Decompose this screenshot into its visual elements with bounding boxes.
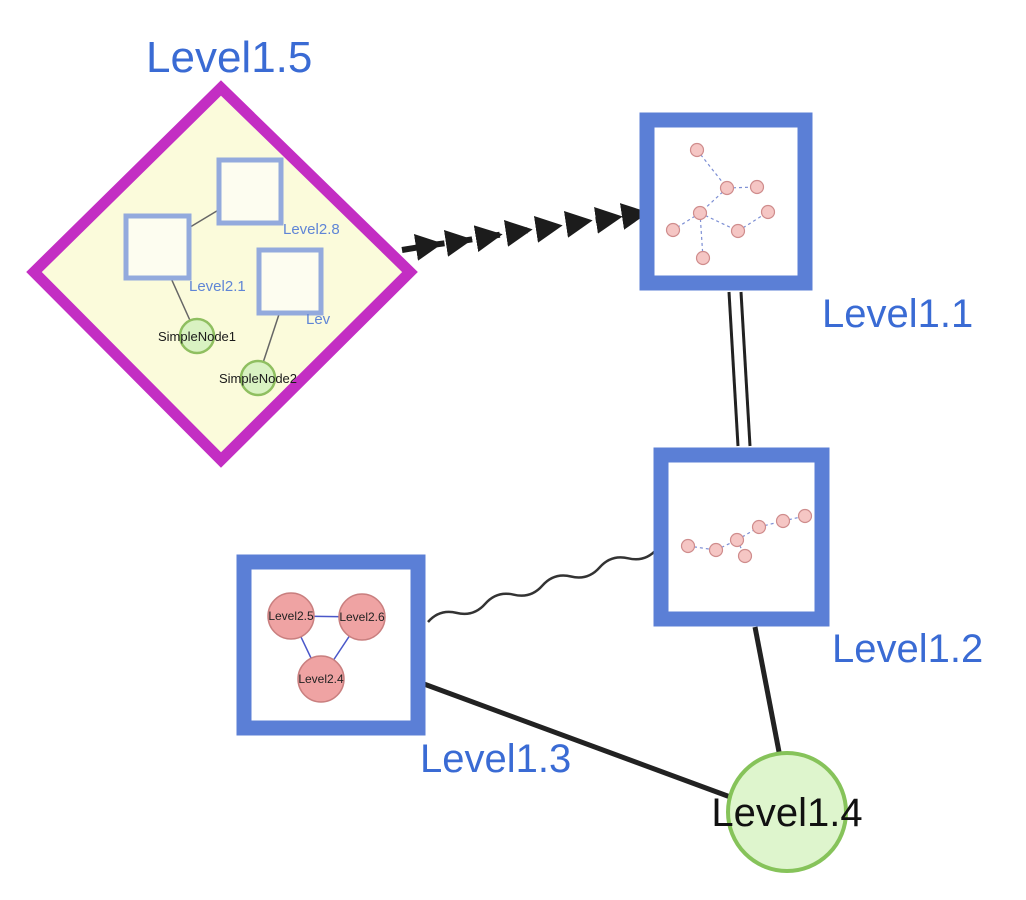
node-level1-4[interactable] [726, 751, 848, 873]
simplenode2-label: SimpleNode2 [219, 371, 297, 386]
node-level1-4-group: Level1.4 [711, 751, 863, 873]
subgraph-node[interactable] [729, 532, 745, 548]
node-level2-8[interactable] [216, 157, 284, 226]
subgraph-node[interactable] [719, 180, 735, 196]
level2-4-label: Level2.4 [298, 672, 344, 686]
subgraph-node[interactable] [751, 519, 767, 535]
subgraph-node[interactable] [680, 538, 696, 554]
level1-1-subgraph [665, 142, 776, 266]
node-level2-1[interactable] [123, 213, 192, 281]
level1-4-label: Level1.4 [711, 791, 862, 835]
level1-2-subgraph-edges [687, 515, 806, 557]
level1-1-label: Level1.1 [822, 292, 973, 336]
level1-1-subgraph-edges [672, 149, 769, 259]
edge-level1-3-to-level1-4[interactable] [423, 681, 734, 801]
edge-level1-3-to-level1-2[interactable] [427, 548, 658, 623]
simplenode1-label: SimpleNode1 [158, 329, 236, 344]
subgraph-node[interactable] [695, 250, 711, 266]
level2-8-label: Level2.8 [283, 221, 340, 238]
level2-6-label: Level2.6 [339, 610, 385, 624]
subgraph-node[interactable] [797, 508, 813, 524]
subgraph-node[interactable] [708, 542, 724, 558]
node-level2-5[interactable] [267, 592, 315, 640]
node-level2-6[interactable] [338, 593, 386, 641]
subgraph-node[interactable] [775, 513, 791, 529]
node-level2-4[interactable] [297, 655, 345, 703]
node-level1-2-group: Level1.2 [653, 447, 983, 671]
subgraph-node[interactable] [760, 204, 776, 220]
level2-1-label: Level2.1 [189, 278, 246, 295]
double-edge-line-left [727, 291, 740, 447]
subgraph-node[interactable] [689, 142, 705, 158]
node-level1-1-group: Level1.1 [639, 112, 973, 336]
subgraph-node[interactable] [737, 548, 753, 564]
level2-lev-label: Lev [306, 311, 331, 328]
subgraph-node[interactable] [749, 179, 765, 195]
subgraph-node[interactable] [665, 222, 681, 238]
double-edge-line-right [739, 291, 752, 447]
edge-level1-1-to-level1-2[interactable] [727, 291, 752, 447]
level1-2-subgraph [680, 508, 813, 564]
subgraph-node[interactable] [692, 205, 708, 221]
level1-3-subgraph: Level2.5 Level2.6 Level2.4 [267, 592, 386, 703]
subgraph-node[interactable] [730, 223, 746, 239]
level1-2-label: Level1.2 [832, 627, 983, 671]
node-level2-lev[interactable] [256, 247, 324, 316]
level2-5-label: Level2.5 [268, 609, 314, 623]
level1-5-label: Level1.5 [146, 33, 312, 82]
node-simplenode2[interactable] [239, 359, 277, 397]
node-level1-3[interactable] [236, 554, 426, 736]
node-level1-1[interactable] [639, 112, 813, 291]
level1-5-diamond-shape[interactable] [26, 80, 418, 468]
level1-3-label: Level1.3 [420, 737, 571, 781]
node-simplenode1[interactable] [178, 317, 216, 355]
node-level1-5-group: Level1.5 Level2.8 Level2.1 Lev SimpleNod… [26, 33, 418, 468]
edge-level1-5-to-level1-1[interactable] [401, 203, 649, 261]
edge-level1-2-to-level1-4[interactable] [752, 626, 783, 758]
node-level1-3-group: Level2.5 Level2.6 Level2.4 Level1.3 [236, 554, 571, 781]
